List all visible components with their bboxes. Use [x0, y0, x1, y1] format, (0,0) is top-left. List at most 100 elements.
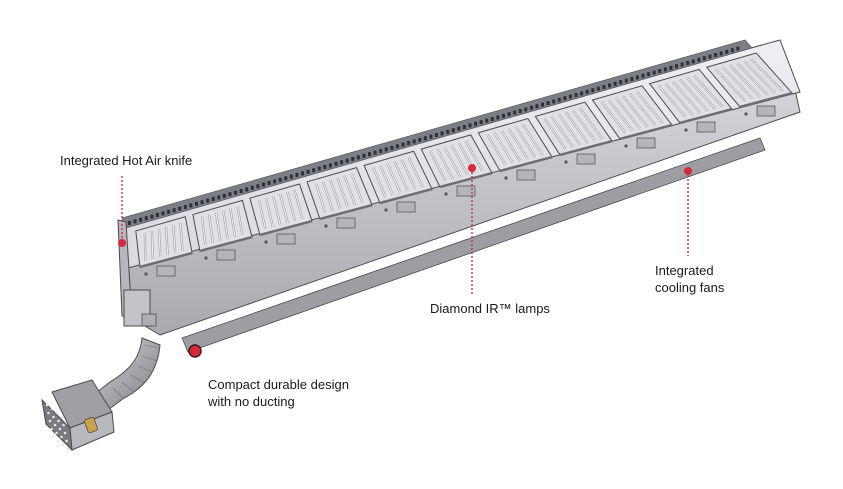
label-cooling-fans-line2: cooling fans: [655, 280, 725, 295]
connector-pin: [48, 419, 52, 423]
lamp-tube-highlight: [601, 101, 626, 134]
connector-pin: [62, 423, 65, 427]
vent-hole: [451, 128, 455, 133]
lamp-tube-highlight: [229, 208, 236, 238]
vent-hole: [295, 173, 299, 177]
vent-hole: [139, 217, 143, 222]
lamp-tube-highlight: [279, 193, 289, 224]
vent-hole: [284, 176, 288, 181]
vent-hole: [301, 171, 305, 176]
vent-hole: [194, 201, 198, 206]
vent-hole: [641, 73, 645, 78]
lamp-tube-highlight: [686, 77, 716, 110]
vent-hole: [490, 117, 494, 121]
lamp-tube-highlight: [172, 224, 176, 254]
fan-bracket: [216, 249, 236, 261]
lamp-tube-highlight: [401, 159, 416, 190]
vent-hole: [624, 78, 628, 83]
vent-hole: [178, 206, 182, 211]
lamp-tube-highlight: [494, 132, 514, 164]
connector-pin: [51, 435, 55, 439]
vent-hole: [663, 67, 667, 72]
connector-pin: [56, 439, 60, 443]
vent-hole: [675, 64, 679, 69]
vent-hole: [217, 195, 221, 200]
vent-hole: [395, 144, 399, 149]
lamp-tube-highlight: [408, 157, 424, 188]
vent-hole: [680, 62, 684, 67]
vent-hole: [501, 113, 505, 118]
vent-hole: [708, 54, 712, 59]
vent-hole: [485, 118, 489, 123]
vent-hole: [574, 93, 578, 97]
vent-hole: [686, 61, 690, 65]
vent-hole: [596, 86, 600, 91]
vent-hole: [479, 120, 483, 125]
callout-cooling-fans: [684, 167, 692, 256]
cell-lip: [499, 155, 553, 173]
vent-hole: [384, 147, 388, 152]
bolt: [624, 144, 628, 148]
vent-hole: [580, 91, 584, 96]
connector-pin: [60, 415, 64, 419]
lamp-tube-highlight: [672, 81, 701, 114]
vent-hole: [412, 139, 416, 144]
vent-hole: [714, 53, 718, 57]
vent-hole: [658, 69, 662, 73]
bracket-tab: [141, 313, 157, 327]
vent-hole: [172, 208, 176, 213]
connector-pins: [45, 403, 70, 451]
vent-hole: [647, 72, 651, 77]
vent-hole: [345, 158, 349, 163]
vent-hole: [317, 166, 321, 171]
lamp-tube-highlight: [201, 216, 206, 246]
fan-bracket: [636, 137, 656, 149]
vent-hole: [256, 184, 260, 189]
vent-hole: [608, 83, 612, 88]
vent-hole: [702, 56, 706, 61]
vent-hole: [697, 57, 701, 62]
callout-dot-cooling-fans: [684, 167, 692, 175]
lamp-tube-highlight: [444, 146, 461, 178]
cell-lip: [319, 203, 373, 221]
lamp-tube-highlight: [293, 189, 304, 220]
vent-hole: [273, 179, 277, 184]
vent-hole: [446, 129, 450, 134]
housing-lower-rail: [181, 137, 766, 353]
lamp-tube-highlight: [386, 163, 401, 194]
lamp-tube-highlight: [343, 175, 356, 206]
vent-hole: [261, 182, 265, 187]
lamp-tube-highlight: [351, 173, 364, 204]
cell-lip: [679, 107, 733, 125]
lamp-tube-highlight: [658, 85, 686, 118]
bolt: [384, 208, 388, 212]
lamp-tube-highlight: [315, 183, 326, 214]
lamp-tube-highlight: [608, 99, 634, 132]
vent-hole: [323, 165, 327, 169]
vent-hole: [200, 200, 204, 205]
lamp-tube-highlight: [544, 118, 566, 150]
bolt: [744, 112, 748, 116]
lamp-tube-highlight: [258, 200, 266, 230]
vent-hole: [289, 174, 293, 179]
lamp-tube-highlight: [693, 75, 723, 108]
hose-ribs: [112, 344, 161, 400]
label-hot-air-knife: Integrated Hot Air knife: [60, 153, 193, 168]
callout-hot-air-knife: [118, 176, 126, 247]
lamp-tube-highlight: [158, 228, 161, 258]
vent-hole: [328, 163, 332, 168]
bolt: [264, 240, 268, 244]
vent-hole: [144, 216, 148, 221]
connector-latch: [84, 416, 98, 434]
connector-pin: [50, 427, 53, 431]
vent-hole: [725, 49, 729, 54]
connector-pin: [66, 447, 70, 451]
vent-hole: [474, 121, 478, 126]
lamp-tube-highlight: [144, 232, 146, 261]
lamp-tube-highlight: [286, 191, 296, 222]
cell-lip: [559, 139, 613, 157]
vent-hole: [390, 145, 394, 150]
vent-hole: [334, 161, 338, 166]
cell-lip: [439, 171, 493, 189]
